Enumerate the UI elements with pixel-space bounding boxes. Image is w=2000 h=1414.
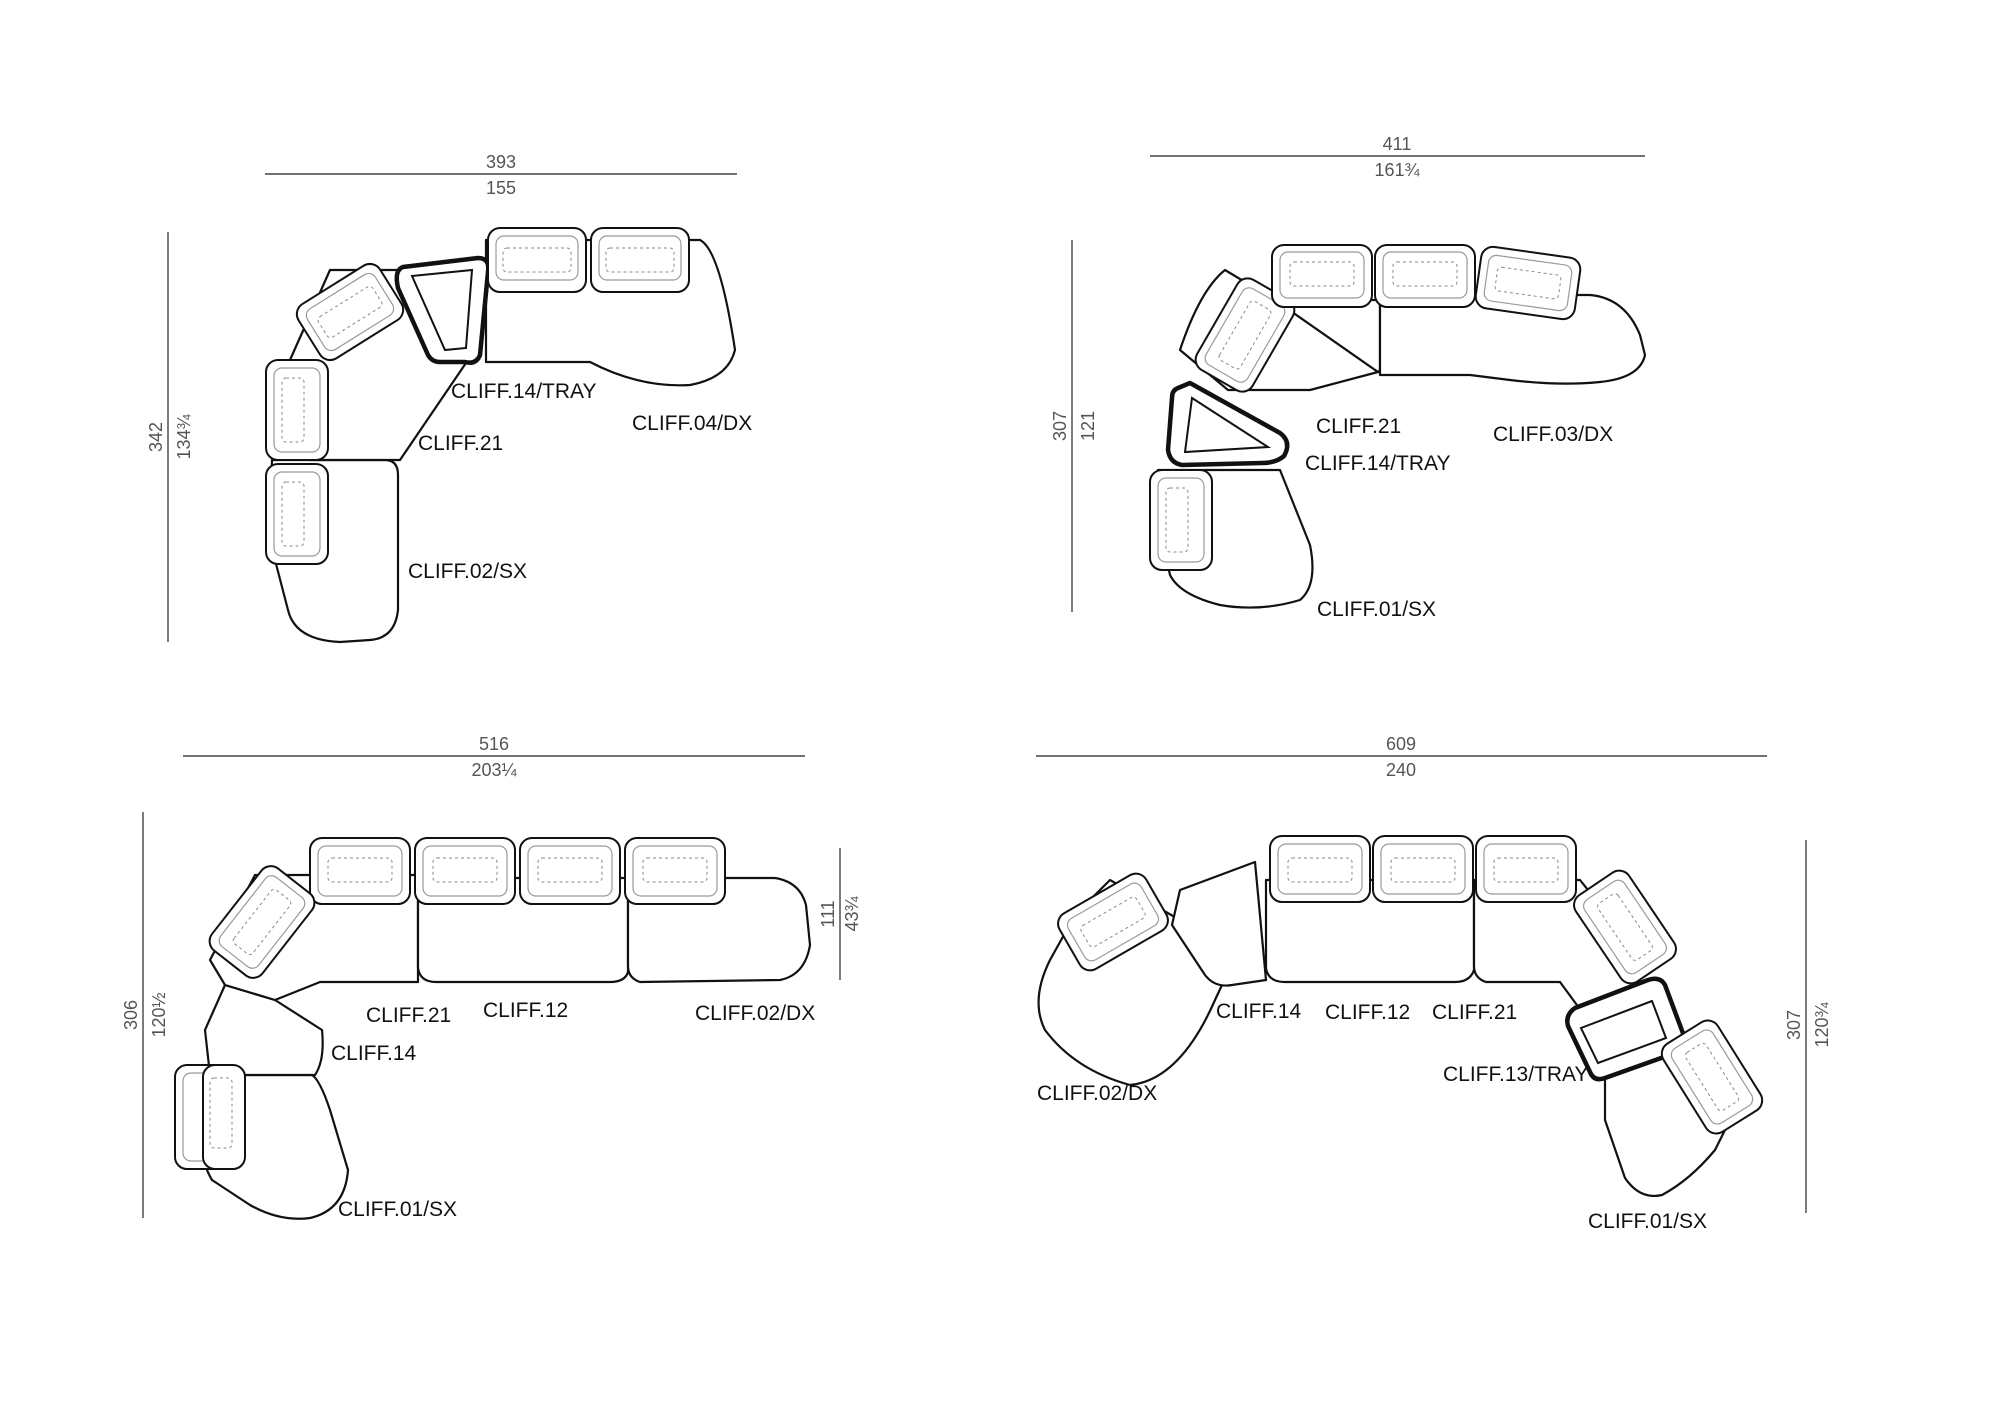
- label-cliff-02-dx: CLIFF.02/DX: [1037, 1082, 1157, 1105]
- layout-1-width-cm: 393: [486, 152, 516, 172]
- label-cliff-21: CLIFF.21: [418, 432, 503, 455]
- back-cushion-2: [1372, 835, 1474, 903]
- label-cliff-14: CLIFF.14: [1216, 1000, 1302, 1023]
- back-cushion-1-ghost: [1277, 843, 1363, 895]
- back-cushion-3: [1374, 244, 1476, 308]
- layout-2-width-in: 161¾: [1374, 160, 1420, 180]
- back-cushion-5: [1149, 469, 1213, 571]
- module-cliff-14: [203, 983, 324, 1077]
- layout-2-depth-cm: 307: [1050, 411, 1070, 441]
- back-cushion-5: [265, 463, 329, 565]
- layout-4: 609 240 307 120¾: [1036, 734, 1832, 1233]
- back-cushion-3-ghost: [1382, 251, 1468, 299]
- back-cushion-2-ghost: [1279, 251, 1365, 299]
- label-cliff-12: CLIFF.12: [483, 999, 568, 1022]
- back-cushion-7-seam: [209, 1077, 233, 1149]
- label-cliff-21: CLIFF.21: [366, 1004, 451, 1027]
- back-cushion-5-ghost: [1157, 477, 1205, 563]
- back-cushion-4: [1474, 245, 1582, 321]
- back-cushion-1-ghost: [317, 845, 403, 897]
- label-cliff-14-tray: CLIFF.14/TRAY: [451, 380, 596, 403]
- layout-3-seat-depth-cm: 111: [818, 900, 838, 927]
- back-cushion-2-ghost: [1380, 843, 1466, 895]
- layout-3-width-cm: 516: [479, 734, 509, 754]
- back-cushion-6: [1660, 1019, 1764, 1135]
- layout-2: 411 161¾ 307 121 CLIFF.21 CLIFF.03/D: [1050, 134, 1647, 621]
- label-cliff-01-sx: CLIFF.01/SX: [1317, 598, 1436, 621]
- back-cushion-3: [295, 262, 405, 362]
- back-cushion-1: [487, 227, 587, 293]
- label-cliff-21: CLIFF.21: [1316, 415, 1401, 438]
- back-cushion-4: [624, 837, 726, 905]
- label-cliff-01-sx: CLIFF.01/SX: [1588, 1210, 1707, 1233]
- back-cushion-5: [208, 865, 316, 979]
- layout-1-depth-cm: 342: [146, 422, 166, 452]
- back-cushion-5-ghost: [273, 471, 321, 557]
- back-cushion-2: [1271, 244, 1373, 308]
- back-cushion-4-ghost: [273, 367, 321, 453]
- layout-1-depth-in: 134¾: [174, 413, 194, 459]
- label-cliff-04-dx: CLIFF.04/DX: [632, 412, 752, 435]
- back-cushion-5-seam: [281, 481, 305, 547]
- layout-3-depth-in: 120½: [149, 992, 169, 1037]
- back-cushion-1-seam: [502, 247, 572, 273]
- layout-3-seat-depth-in: 43¾: [842, 896, 862, 932]
- label-cliff-02-sx: CLIFF.02/SX: [408, 560, 527, 583]
- layout-4-width-cm: 609: [1386, 734, 1416, 754]
- back-cushion-2-ghost: [598, 235, 682, 281]
- label-cliff-14-tray: CLIFF.14/TRAY: [1305, 452, 1450, 475]
- back-cushion-3: [519, 837, 621, 905]
- layout-2-depth-in: 121: [1078, 411, 1098, 441]
- layout-3-depth-cm: 306: [121, 1000, 141, 1030]
- back-cushion-4-ghost: [632, 845, 718, 897]
- tray-inner: [1183, 396, 1272, 454]
- module-cliff-03-dx: [1378, 293, 1647, 385]
- back-cushion-3: [1475, 835, 1577, 903]
- back-cushion-2: [414, 837, 516, 905]
- back-cushion-2-ghost: [422, 845, 508, 897]
- label-cliff-21: CLIFF.21: [1432, 1001, 1517, 1024]
- module-cliff-14: [1170, 860, 1268, 987]
- back-cushion-4-seam: [281, 377, 305, 443]
- layout-4-depth-in: 120¾: [1812, 1001, 1832, 1047]
- back-cushion-1-ghost: [495, 235, 579, 281]
- label-cliff-13-tray: CLIFF.13/TRAY: [1443, 1063, 1588, 1086]
- back-cushion-5-seam: [1165, 487, 1189, 553]
- label-cliff-14: CLIFF.14: [331, 1042, 417, 1065]
- back-cushion-4: [1057, 872, 1169, 972]
- back-cushion-3-ghost: [527, 845, 613, 897]
- label-cliff-02-dx: CLIFF.02/DX: [695, 1002, 815, 1025]
- back-cushion-4: [265, 359, 329, 461]
- module-cliff-12: [1264, 878, 1476, 984]
- layout-1-width-in: 155: [486, 178, 516, 198]
- layout-4-depth-cm: 307: [1784, 1010, 1804, 1040]
- label-cliff-01-sx: CLIFF.01/SX: [338, 1198, 457, 1221]
- label-cliff-03-dx: CLIFF.03/DX: [1493, 423, 1613, 446]
- tray-inner: [1579, 999, 1668, 1065]
- layout-2-width-cm: 411: [1383, 134, 1412, 154]
- back-cushion-7: [202, 1064, 246, 1170]
- tray-inner: [410, 268, 474, 352]
- layout-3: 516 203¼ 306 120½ 111 43¾ CL: [121, 734, 862, 1221]
- layout-3-width-in: 203¼: [471, 760, 517, 780]
- back-cushion-1: [309, 837, 411, 905]
- back-cushion-5: [1573, 869, 1677, 985]
- back-cushion-1: [1269, 835, 1371, 903]
- label-cliff-12: CLIFF.12: [1325, 1001, 1410, 1024]
- back-cushion-3-ghost: [1483, 843, 1569, 895]
- back-cushion-2: [590, 227, 690, 293]
- layout-4-width-in: 240: [1386, 760, 1416, 780]
- layout-1: 393 155 342 134¾ CLIFF.14/TRAY CLIFF.04/…: [146, 152, 752, 644]
- back-cushion-2-seam: [605, 247, 675, 273]
